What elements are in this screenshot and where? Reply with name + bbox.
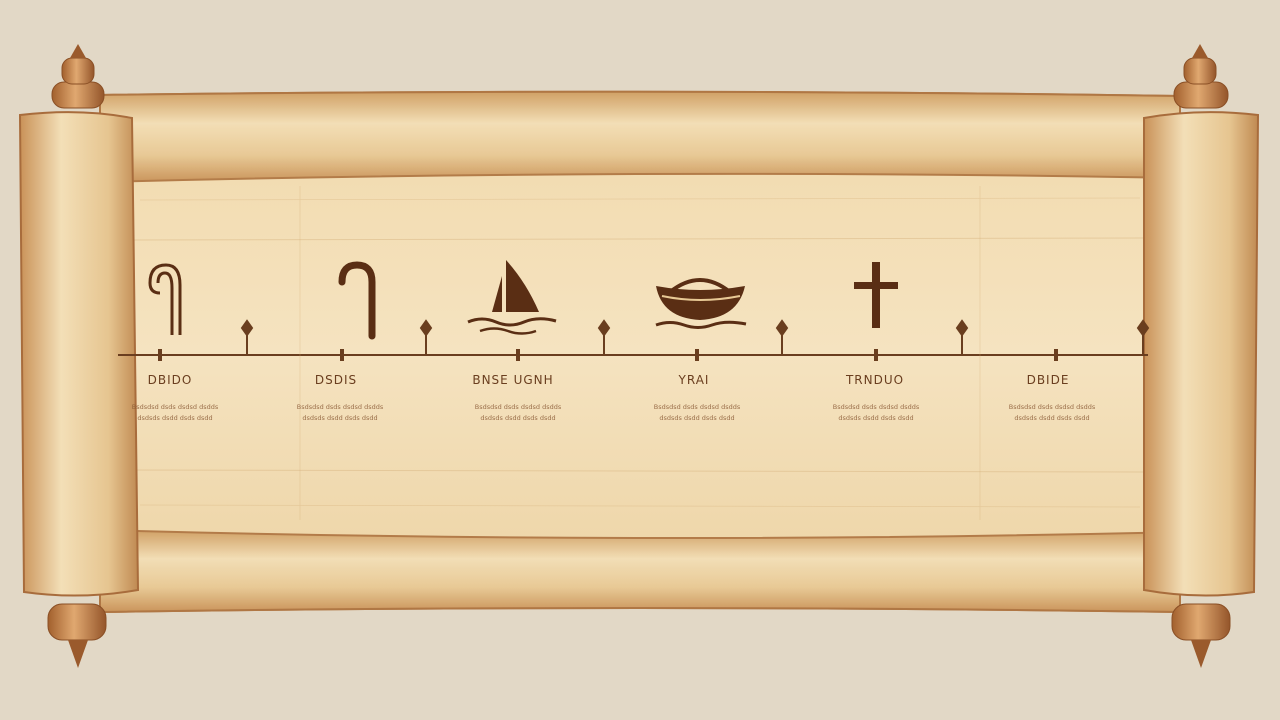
event-description-5: Bsdsdsd dsds dsdsd dsdds dsdsds dsdd dsd… [832,403,920,422]
right-scroll-roll [1143,44,1260,668]
parchment-texture [139,186,1141,520]
event-caption-1: DBIDO [147,373,193,387]
event-caption-2: DSDIS [314,373,358,387]
event-caption-4: YRAI [678,373,710,387]
cross-icon [854,262,898,328]
parchment [99,90,1181,614]
ark-boat-icon [655,278,747,329]
sailboat-icon [467,260,557,335]
event-caption-3: BNSE UGNH [472,373,554,387]
event-caption-5: TRNDUO [845,373,905,387]
crook-icon [338,261,376,340]
timeline-diamond-markers [240,319,1150,355]
event-description-2: Bsdsdsd dsds dsdsd dsdds dsdsds dsdd dsd… [296,403,384,422]
event-description-3: Bsdsdsd dsds dsdsd dsdds dsdsds dsdd dsd… [474,403,562,422]
left-scroll-roll [18,44,140,668]
event-description-4: Bsdsdsd dsds dsdsd dsdds dsdsds dsdd dsd… [653,403,741,422]
shepherd-staff-icon [148,263,182,335]
event-description-1: Bsdsdsd dsds dsdsd dsdds dsdsds dsdd dsd… [131,403,219,422]
timeline-event-ticks [158,349,1058,361]
event-caption-6: DBIDE [1026,373,1070,387]
event-description-6: Bsdsdsd dsds dsdsd dsdds dsdsds dsdd dsd… [1008,403,1096,422]
timeline [118,319,1150,361]
